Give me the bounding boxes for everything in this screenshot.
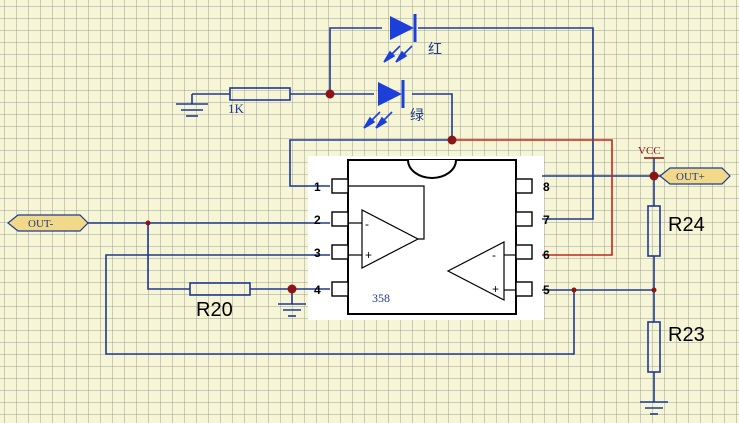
connector-out-minus[interactable]: OUT- xyxy=(7,214,89,232)
resistor-1k-label: 1K xyxy=(228,101,245,116)
vcc-symbol: VCC xyxy=(638,145,664,159)
wire-red-led-right xyxy=(418,27,594,220)
led-red-light-arrows-icon xyxy=(383,45,413,63)
opamp-1-minus: - xyxy=(365,217,369,231)
resistor-r24-label: R24 xyxy=(668,214,705,236)
opamp-2-plus: + xyxy=(492,282,499,296)
led-red-label: 红 xyxy=(428,42,442,58)
wire-red-pin6 xyxy=(452,139,613,256)
chip-pin-label-2: 2 xyxy=(314,213,321,227)
chip-pin-6-box xyxy=(515,244,533,260)
junction-pin5 xyxy=(571,287,577,293)
resistor-r23-label: R23 xyxy=(668,324,705,346)
junctions xyxy=(145,89,659,294)
wire-pin1 xyxy=(289,139,452,187)
opamp-1-output-line xyxy=(348,185,425,240)
chip-358: 1 2 3 4 8 7 6 5 - + - + 358 xyxy=(314,159,550,315)
led-red xyxy=(383,14,417,63)
ground-symbol-pin4 xyxy=(278,303,306,317)
opamp-1-plus: + xyxy=(365,248,372,262)
chip-pin-1-box xyxy=(331,178,349,194)
chip-part-number: 358 xyxy=(372,291,390,305)
chip-pin-label-7: 7 xyxy=(543,213,550,227)
chip-pin-3-box xyxy=(331,244,349,260)
led-green-label: 绿 xyxy=(410,108,424,124)
chip-pin-label-5: 5 xyxy=(543,283,550,297)
resistor-r23 xyxy=(647,321,661,373)
chip-pin-label-1: 1 xyxy=(314,180,321,194)
chip-pin-label-6: 6 xyxy=(543,248,550,262)
resistor-r20-label: R20 xyxy=(196,299,233,321)
led-green xyxy=(363,80,405,129)
chip-pin-label-4: 4 xyxy=(314,283,321,297)
wire-red-led-top xyxy=(329,27,382,94)
wires-red xyxy=(452,139,613,256)
chip-pin-label-3: 3 xyxy=(314,246,321,260)
resistor-r20 xyxy=(189,282,251,296)
wire-r20-branch xyxy=(147,223,190,290)
led-green-light-arrows-icon xyxy=(363,111,393,129)
connector-out-plus[interactable]: OUT+ xyxy=(659,167,731,185)
opamp-2-triangle xyxy=(446,241,505,301)
chip-pin-label-8: 8 xyxy=(543,180,550,194)
wire-green-led-right xyxy=(412,93,453,140)
connector-out-plus-label: OUT+ xyxy=(676,171,705,183)
connector-out-minus-label: OUT- xyxy=(28,218,54,230)
ground-symbol-1k xyxy=(176,103,208,117)
chip-pin-4-box xyxy=(331,281,349,297)
junction-green-led xyxy=(447,135,457,145)
vcc-label: VCC xyxy=(638,145,661,157)
ground-symbol-r23 xyxy=(640,401,668,415)
resistor-r24 xyxy=(647,205,661,257)
junction-r-mid xyxy=(651,287,657,293)
wire-pin3-loop xyxy=(105,254,575,355)
junction-vcc xyxy=(649,171,659,181)
chip-pin-5-box xyxy=(515,281,533,297)
chip-notch xyxy=(407,159,457,179)
opamp-2-minus: - xyxy=(492,248,496,262)
chip-pin-8-box xyxy=(515,178,533,194)
junction-out-minus xyxy=(145,220,151,226)
junction-1k xyxy=(325,89,335,99)
chip-pin-7-box xyxy=(515,211,533,227)
resistor-1k xyxy=(229,87,291,101)
opamp-1-triangle xyxy=(361,209,420,269)
chip-pin-2-box xyxy=(331,211,349,227)
junction-pin4 xyxy=(287,284,297,294)
